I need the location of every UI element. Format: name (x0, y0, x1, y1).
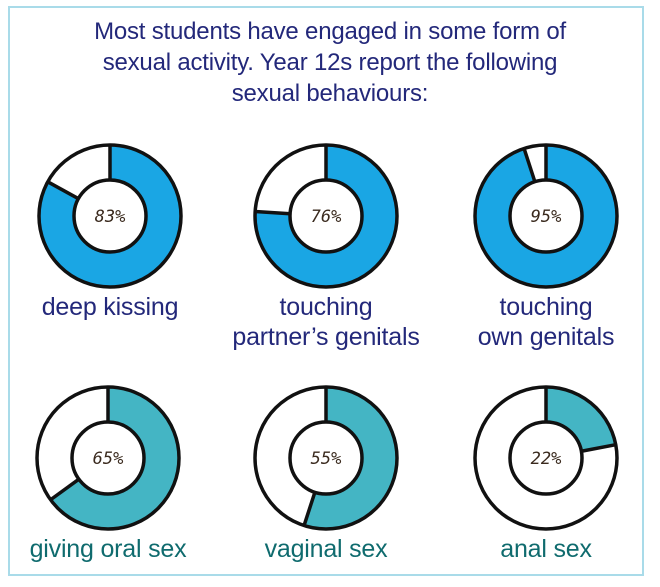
page-title: Most students have engaged in some form … (20, 16, 640, 109)
donut-chart-vaginal-sex: 55% (253, 385, 399, 531)
title-line-3: sexual behaviours: (231, 80, 429, 107)
donut-chart-deep-kissing: 83% (37, 143, 183, 289)
label-line: giving oral sex (29, 535, 187, 563)
label-deep-kissing: deep kissing (0, 292, 230, 322)
donut-filled-segment (304, 387, 397, 529)
donut-chart-touching-own-genitals: 95% (473, 143, 619, 289)
percentage-label: 83% (95, 207, 126, 227)
donut-empty-segment (47, 145, 110, 199)
donut-filled-segment (50, 387, 179, 529)
label-giving-oral-sex: giving oral sex (0, 534, 228, 564)
percentage-label: 76% (311, 207, 342, 227)
donut-empty-segment (524, 145, 546, 182)
label-line: touching (499, 293, 593, 321)
percentage-label: 22% (531, 449, 562, 469)
label-line: vaginal sex (264, 535, 388, 563)
infographic-frame (8, 6, 644, 576)
label-line: deep kissing (41, 293, 179, 321)
donut-empty-segment (37, 387, 109, 500)
label-vaginal-sex: vaginal sex (206, 534, 446, 564)
donut-chart-touching-partners-genitals: 76% (253, 143, 399, 289)
label-line: anal sex (500, 535, 592, 563)
label-line: own genitals (477, 323, 615, 351)
label-line: partner’s genitals (232, 323, 420, 351)
donut-empty-segment (255, 145, 326, 214)
label-touching-own-genitals: touching own genitals (426, 292, 660, 352)
donut-filled-segment (255, 145, 397, 287)
label-anal-sex: anal sex (426, 534, 660, 564)
label-line: touching (279, 293, 373, 321)
title-line-1: Most students have engaged in some form … (94, 18, 566, 45)
donut-filled-segment (546, 387, 616, 452)
title-line-2: sexual activity. Year 12s report the fol… (102, 49, 558, 76)
percentage-label: 95% (531, 207, 562, 227)
donut-filled-segment (475, 145, 617, 287)
donut-filled-segment (38, 145, 181, 287)
percentage-label: 55% (311, 449, 342, 469)
percentage-label: 65% (93, 449, 124, 469)
label-touching-partners-genitals: touching partner’s genitals (206, 292, 446, 352)
donut-chart-giving-oral-sex: 65% (35, 385, 181, 531)
donut-chart-anal-sex: 22% (473, 385, 619, 531)
donut-empty-segment (475, 387, 617, 529)
